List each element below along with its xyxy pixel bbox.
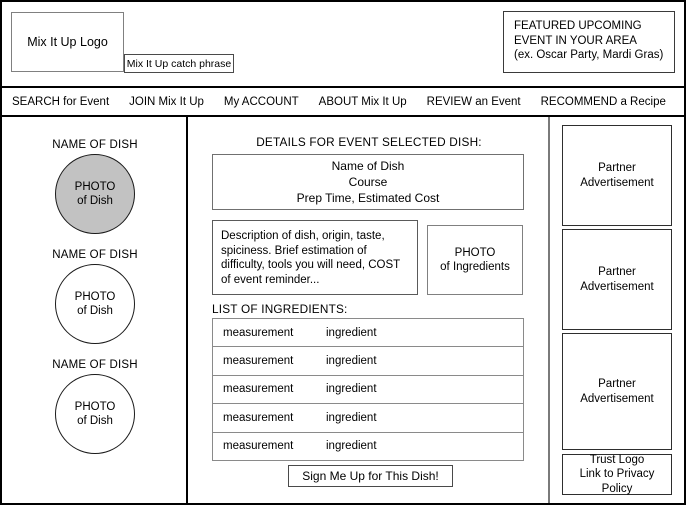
dish-list-sidebar: NAME OF DISH PHOTO of Dish NAME OF DISH …	[2, 117, 188, 503]
featured-event-example: (ex. Oscar Party, Mardi Gras)	[514, 49, 664, 61]
partner-advertisement-2[interactable]: Partner Advertisement	[562, 229, 672, 330]
ingredient-name: ingredient	[326, 326, 377, 339]
partner-advertisement-3[interactable]: Partner Advertisement	[562, 333, 672, 450]
nav-item-recommend-a-recipe[interactable]: RECOMMEND a Recipe	[540, 95, 666, 108]
partner-ad-2-line1: Partner	[598, 266, 636, 278]
dish-list-item-3[interactable]: NAME OF DISH PHOTO of Dish	[2, 359, 188, 454]
dish-photo-2[interactable]: PHOTO of Dish	[55, 264, 135, 344]
featured-event-line2: EVENT IN YOUR AREA	[514, 34, 637, 47]
nav-item-join[interactable]: JOIN Mix It Up	[129, 95, 204, 108]
dish-description-box: Description of dish, origin, taste, spic…	[212, 220, 418, 295]
ingredient-name: ingredient	[326, 411, 377, 424]
trust-logo-privacy-policy[interactable]: Trust Logo Link to Privacy Policy	[562, 454, 672, 495]
site-header: Mix It Up Logo Mix It Up catch phrase FE…	[2, 2, 684, 88]
ingredients-photo-box[interactable]: PHOTO of Ingredients	[427, 225, 523, 295]
ingredient-name: ingredient	[326, 440, 377, 453]
dish-photo-3[interactable]: PHOTO of Dish	[55, 374, 135, 454]
main-navigation: SEARCH for Event JOIN Mix It Up My ACCOU…	[2, 88, 684, 117]
dish-photo-2-line1: PHOTO	[74, 291, 116, 303]
dish-photo-1[interactable]: PHOTO of Dish	[55, 154, 135, 234]
dish-photo-1-line2: of Dish	[77, 195, 113, 207]
ingredients-table: measurement ingredient measurement ingre…	[212, 318, 524, 461]
nav-item-review-an-event[interactable]: REVIEW an Event	[426, 95, 521, 108]
dish-name-1: NAME OF DISH	[52, 139, 138, 151]
table-row[interactable]: measurement ingredient	[213, 376, 523, 405]
dish-photo-2-line2: of Dish	[77, 305, 113, 317]
featured-event-line1: FEATURED UPCOMING	[514, 20, 642, 32]
nav-item-my-account[interactable]: My ACCOUNT	[223, 95, 299, 108]
advertisement-sidebar: Partner Advertisement Partner Advertisem…	[548, 117, 684, 503]
dish-description-text: Description of dish, origin, taste, spic…	[221, 230, 400, 286]
ingredient-measurement: measurement	[223, 326, 294, 339]
dish-photo-3-line2: of Dish	[77, 415, 113, 427]
dish-photo-3-line1: PHOTO	[74, 401, 116, 413]
table-row[interactable]: measurement ingredient	[213, 404, 523, 433]
catch-phrase-label: Mix It Up catch phrase	[126, 57, 232, 70]
featured-event-box[interactable]: FEATURED UPCOMING EVENT IN YOUR AREA (ex…	[503, 11, 675, 73]
privacy-policy-link[interactable]: Link to Privacy Policy	[579, 468, 655, 495]
table-row[interactable]: measurement ingredient	[213, 433, 523, 460]
ingredients-photo-line2: of Ingredients	[440, 261, 510, 273]
partner-ad-3-line1: Partner	[598, 378, 636, 390]
site-logo-label: Mix It Up Logo	[27, 35, 108, 49]
dish-summary-course: Course	[348, 175, 388, 189]
dish-summary-prep-cost: Prep Time, Estimated Cost	[296, 191, 440, 205]
ingredients-photo-line1: PHOTO	[454, 246, 496, 259]
trust-logo-label: Trust Logo	[589, 453, 645, 466]
sign-me-up-button[interactable]: Sign Me Up for This Dish!	[288, 465, 453, 487]
ingredient-measurement: measurement	[223, 383, 294, 396]
ingredient-measurement: measurement	[223, 355, 294, 368]
nav-item-about[interactable]: ABOUT Mix It Up	[318, 95, 407, 108]
site-logo[interactable]: Mix It Up Logo	[11, 12, 124, 72]
ingredient-name: ingredient	[326, 383, 377, 396]
ingredient-measurement: measurement	[223, 440, 294, 453]
dish-list-item-2[interactable]: NAME OF DISH PHOTO of Dish	[2, 249, 188, 344]
nav-item-search-for-event[interactable]: SEARCH for Event	[12, 95, 110, 108]
ingredient-name: ingredient	[326, 355, 377, 368]
dish-name-2: NAME OF DISH	[52, 249, 138, 261]
dish-details-panel: DETAILS FOR EVENT SELECTED DISH: Name of…	[190, 117, 548, 503]
ingredient-measurement: measurement	[223, 411, 294, 424]
details-heading: DETAILS FOR EVENT SELECTED DISH:	[256, 135, 482, 149]
sign-me-up-label: Sign Me Up for This Dish!	[302, 469, 439, 483]
partner-ad-1-line1: Partner	[598, 162, 636, 174]
partner-ad-2-line2: Advertisement	[580, 280, 654, 293]
table-row[interactable]: measurement ingredient	[213, 347, 523, 376]
table-row[interactable]: measurement ingredient	[213, 319, 523, 348]
dish-name-3: NAME OF DISH	[52, 359, 138, 371]
dish-list-item-1[interactable]: NAME OF DISH PHOTO of Dish	[2, 139, 188, 234]
catch-phrase-box: Mix It Up catch phrase	[124, 54, 234, 73]
partner-ad-3-line2: Advertisement	[580, 392, 654, 405]
dish-summary-box: Name of Dish Course Prep Time, Estimated…	[212, 154, 524, 210]
dish-photo-1-line1: PHOTO	[74, 181, 116, 193]
dish-summary-name: Name of Dish	[331, 159, 405, 173]
ingredients-heading: LIST OF INGREDIENTS:	[212, 302, 348, 316]
partner-ad-1-line2: Advertisement	[580, 176, 654, 189]
partner-advertisement-1[interactable]: Partner Advertisement	[562, 125, 672, 226]
